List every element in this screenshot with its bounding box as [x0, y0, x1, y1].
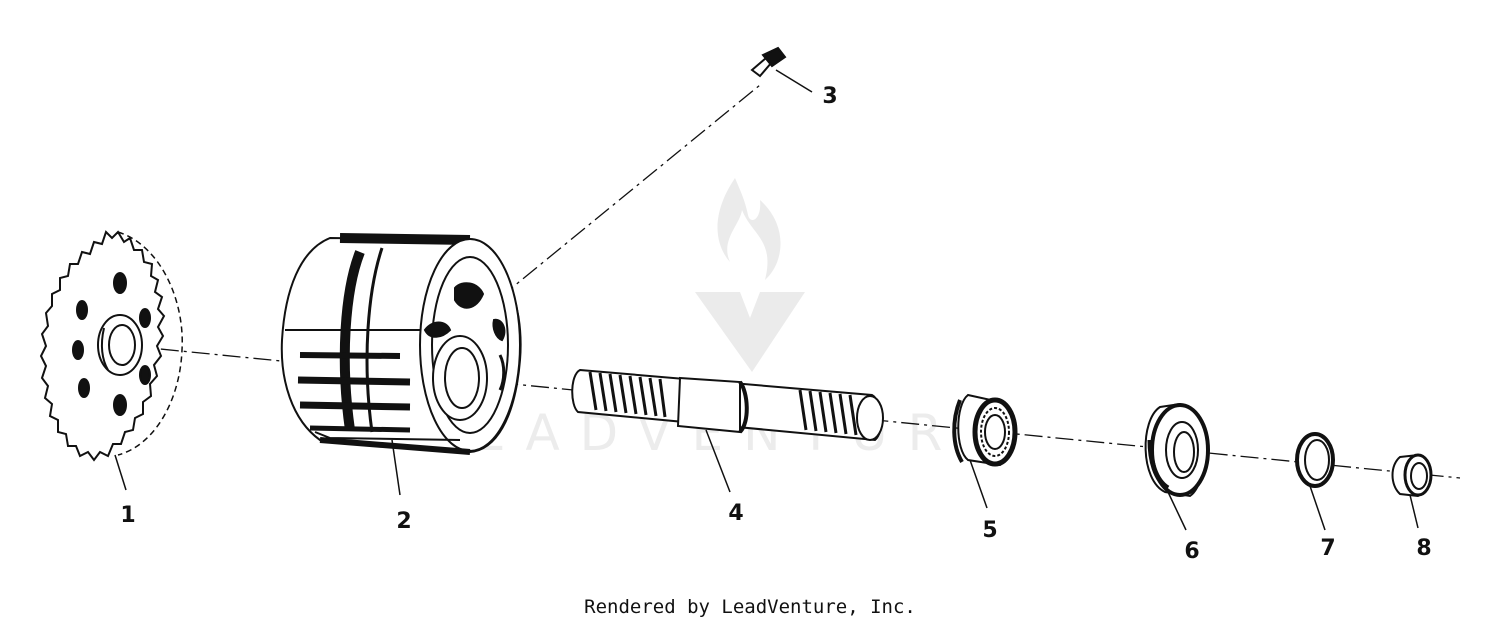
part-label-7: 7 [1320, 536, 1335, 561]
leader-line-2 [391, 439, 401, 496]
part-label-2: 2 [396, 509, 411, 534]
part-1-sprocket [39, 230, 183, 462]
part-4-splined-shaft [571, 368, 884, 442]
part-8-collar [1391, 453, 1433, 498]
watermark-flame-icon [717, 178, 781, 280]
leader-line-6 [1167, 491, 1187, 531]
part-label-6: 6 [1184, 539, 1199, 564]
leader-line-3 [775, 69, 813, 93]
leader-line-8 [1409, 494, 1419, 529]
footer-credit: Rendered by LeadVenture, Inc. [584, 596, 916, 618]
part-label-1: 1 [120, 503, 135, 528]
part-2-clutch-drum [280, 233, 522, 455]
watermark-v-icon [695, 292, 805, 372]
leader-line-7 [1309, 485, 1326, 531]
part-3-screw [750, 46, 787, 78]
part-label-8: 8 [1416, 536, 1431, 561]
part-7-ring [1295, 432, 1335, 488]
leader-lines [114, 69, 1419, 531]
leader-line-5 [969, 459, 988, 509]
part-label-4: 4 [728, 501, 743, 526]
part-label-3: 3 [822, 84, 837, 109]
leader-line-1 [114, 454, 127, 491]
part-5-bearing [952, 393, 1018, 467]
part-6-seal [1144, 402, 1210, 498]
part-labels: 1 2 3 4 5 6 7 8 [120, 84, 1431, 564]
leader-line-4 [705, 429, 731, 493]
part-label-5: 5 [982, 518, 997, 543]
